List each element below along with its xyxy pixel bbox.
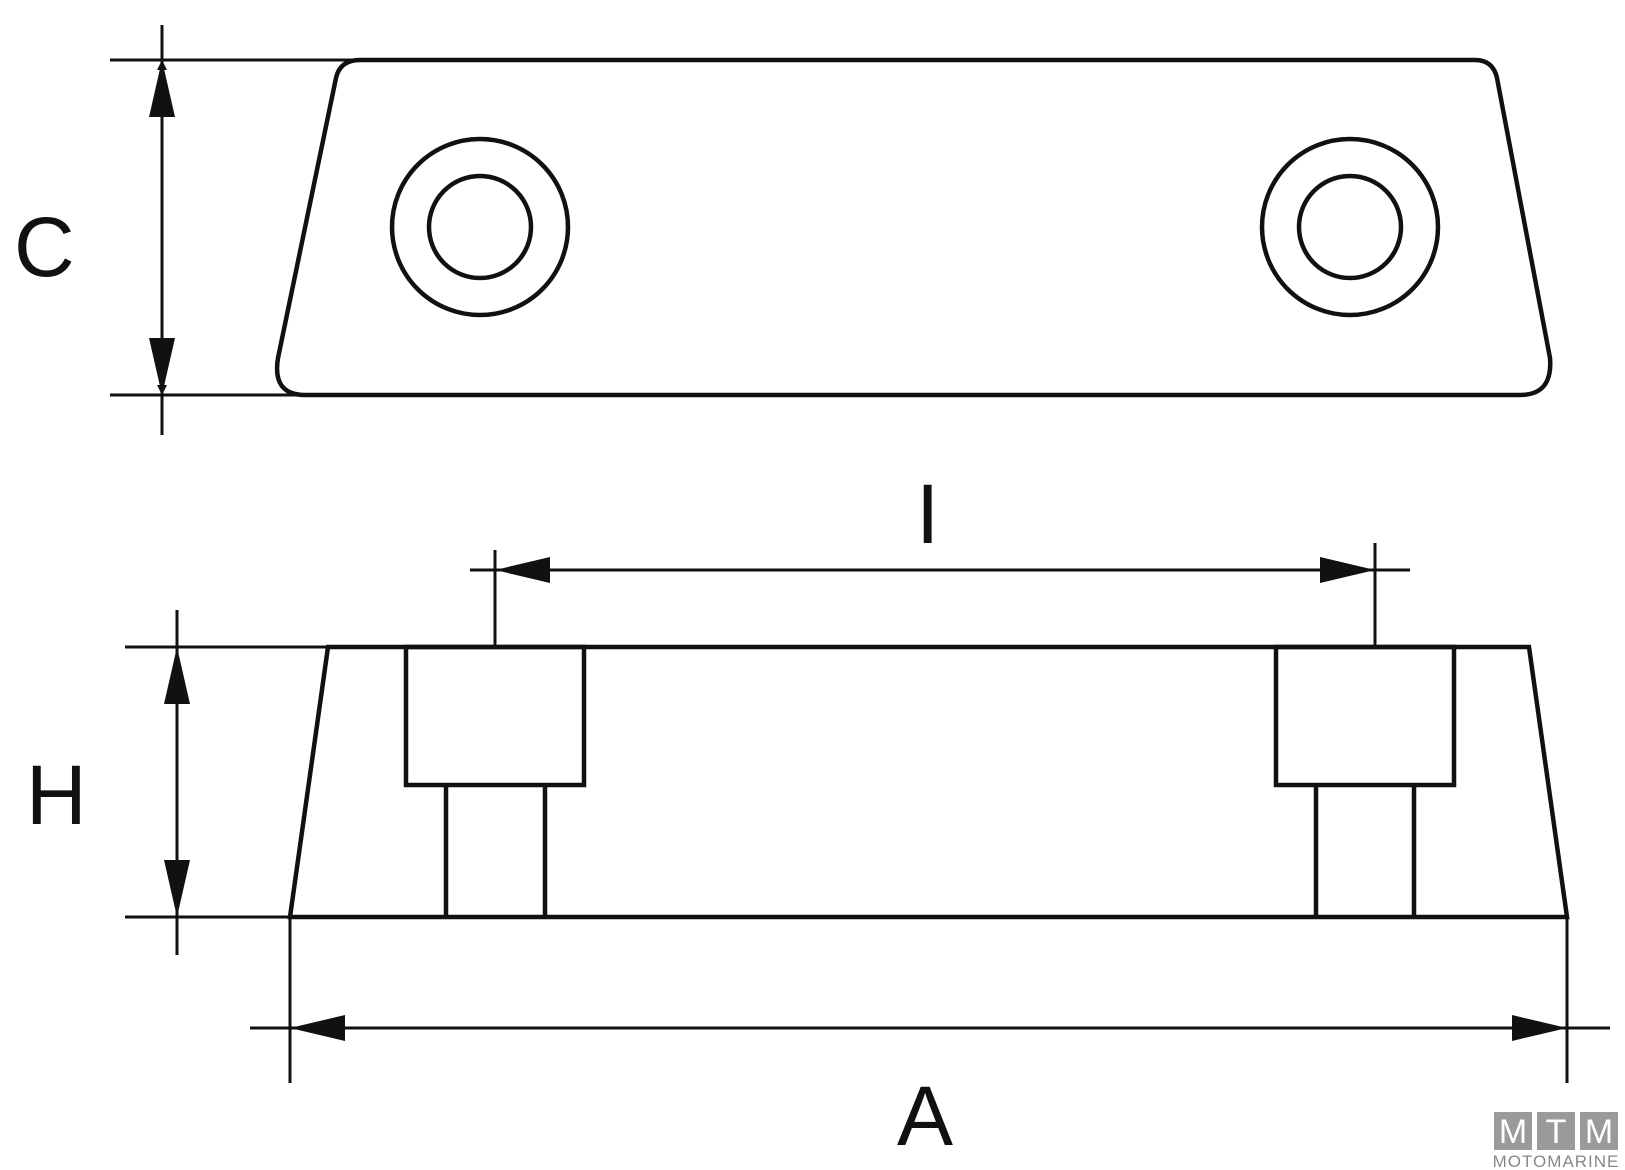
logo-tile-2 <box>1537 1112 1575 1150</box>
right-hole-outer <box>1259 136 1441 318</box>
right-boss-head <box>1273 644 1457 788</box>
dimension-c <box>110 25 362 435</box>
right-hole-inner <box>1296 173 1404 281</box>
label-h: H <box>26 748 87 842</box>
left-boss-head <box>403 644 587 788</box>
motomarine-logo: M T M MOTOMARINE <box>1493 1112 1620 1170</box>
label-i: I <box>916 467 939 561</box>
c-arrowhead-bottom <box>149 338 175 395</box>
label-a: A <box>897 1069 953 1163</box>
logo-tile-1 <box>1494 1112 1532 1150</box>
logo-letter-1: M <box>1499 1113 1527 1151</box>
i-arrowhead-left <box>495 557 550 583</box>
logo-letter-3: M <box>1585 1113 1613 1151</box>
dimension-i <box>470 543 1410 647</box>
top-view <box>274 57 1553 398</box>
h-arrowhead-bottom <box>164 860 190 917</box>
i-arrowhead-right <box>1320 557 1375 583</box>
top-view-outline <box>274 57 1553 398</box>
dimension-a <box>250 917 1610 1083</box>
logo-letter-2: T <box>1546 1113 1567 1151</box>
side-view-outline <box>287 644 1570 920</box>
a-arrowhead-right <box>1512 1015 1567 1041</box>
h-arrowhead-top <box>164 647 190 704</box>
logo-tile-3 <box>1580 1112 1618 1150</box>
a-arrowhead-left <box>290 1015 345 1041</box>
logo-subtitle: MOTOMARINE <box>1493 1152 1620 1170</box>
side-view <box>287 644 1570 920</box>
left-hole-outer <box>389 136 571 318</box>
label-c: C <box>14 200 75 294</box>
c-arrowhead-top <box>149 60 175 117</box>
dimension-h <box>125 610 330 955</box>
left-hole-inner <box>426 173 534 281</box>
